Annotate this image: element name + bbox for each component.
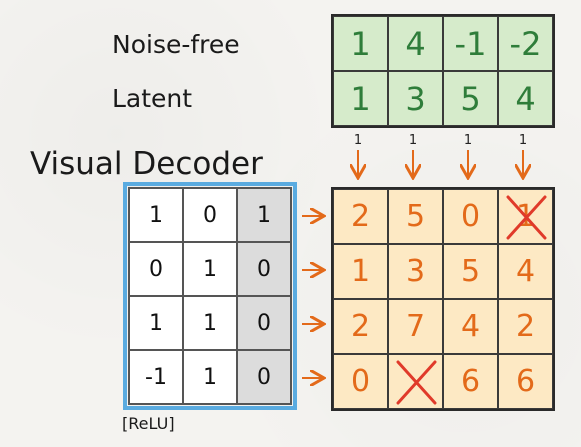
latent-label: Latent — [112, 84, 193, 113]
weight-label: 1 — [463, 133, 473, 148]
output-cell: 2 — [333, 189, 388, 244]
output-cell-crossed: 1 — [498, 189, 553, 244]
latent-cell: -2 — [498, 16, 553, 71]
decoder-cell: -1 — [129, 350, 183, 404]
output-value: 4 — [515, 254, 536, 289]
output-cell: 4 — [443, 299, 498, 354]
latent-grid: 1 4 -1 -2 1 3 5 4 — [331, 14, 555, 128]
output-value: 7 — [405, 309, 426, 344]
output-cell: 0 — [443, 189, 498, 244]
relu-label: [ReLU] — [122, 414, 175, 433]
output-value: 5 — [460, 254, 481, 289]
output-cell: 7 — [388, 299, 443, 354]
decoder-cell: 0 — [237, 296, 291, 350]
decoder-cell: 1 — [129, 188, 183, 242]
decoder-cell: 0 — [129, 242, 183, 296]
output-cell: 6 — [498, 354, 553, 409]
visual-decoder-label: Visual Decoder — [30, 146, 263, 182]
output-cell: 2 — [498, 299, 553, 354]
weight-label: 1 — [353, 133, 363, 148]
output-value: 4 — [460, 309, 481, 344]
decoder-cell: 1 — [183, 242, 237, 296]
decoder-cell: 1 — [183, 350, 237, 404]
cross-out-icon — [506, 195, 547, 240]
output-cell: 1 — [333, 244, 388, 299]
latent-cell: 5 — [443, 71, 498, 126]
decoder-cell: 1 — [129, 296, 183, 350]
output-cell: 0 — [333, 354, 388, 409]
output-value: 5 — [405, 199, 426, 234]
latent-cell: -1 — [443, 16, 498, 71]
output-value: 2 — [350, 309, 371, 344]
decoder-cell: 0 — [237, 242, 291, 296]
output-value: 3 — [405, 254, 426, 289]
output-cell: 2 — [333, 299, 388, 354]
latent-cell: 4 — [498, 71, 553, 126]
output-value: 6 — [515, 364, 536, 399]
decoder-cell: 1 — [237, 188, 291, 242]
output-value: 0 — [350, 364, 371, 399]
output-cell: 5 — [443, 244, 498, 299]
latent-cell: 1 — [333, 16, 388, 71]
output-cell: 6 — [443, 354, 498, 409]
output-value: 2 — [515, 309, 536, 344]
output-value: 6 — [460, 364, 481, 399]
output-cell: 5 — [388, 189, 443, 244]
latent-cell: 3 — [388, 71, 443, 126]
decoder-cell: 1 — [183, 296, 237, 350]
weight-label: 1 — [518, 133, 528, 148]
decoder-matrix: 1 0 1 0 1 0 1 1 0 -1 1 0 — [123, 182, 297, 410]
cross-out-icon — [396, 360, 437, 405]
output-cell-crossed — [388, 354, 443, 409]
latent-cell: 4 — [388, 16, 443, 71]
noise-free-label: Noise-free — [112, 30, 240, 59]
output-grid: 2 5 0 1 1 3 5 4 2 7 4 2 0 6 6 — [331, 187, 555, 411]
output-value: 2 — [350, 199, 371, 234]
output-cell: 3 — [388, 244, 443, 299]
latent-cell: 1 — [333, 71, 388, 126]
weight-label: 1 — [408, 133, 418, 148]
output-value: 1 — [350, 254, 371, 289]
decoder-cell: 0 — [183, 188, 237, 242]
decoder-cell: 0 — [237, 350, 291, 404]
output-value: 0 — [460, 199, 481, 234]
output-cell: 4 — [498, 244, 553, 299]
